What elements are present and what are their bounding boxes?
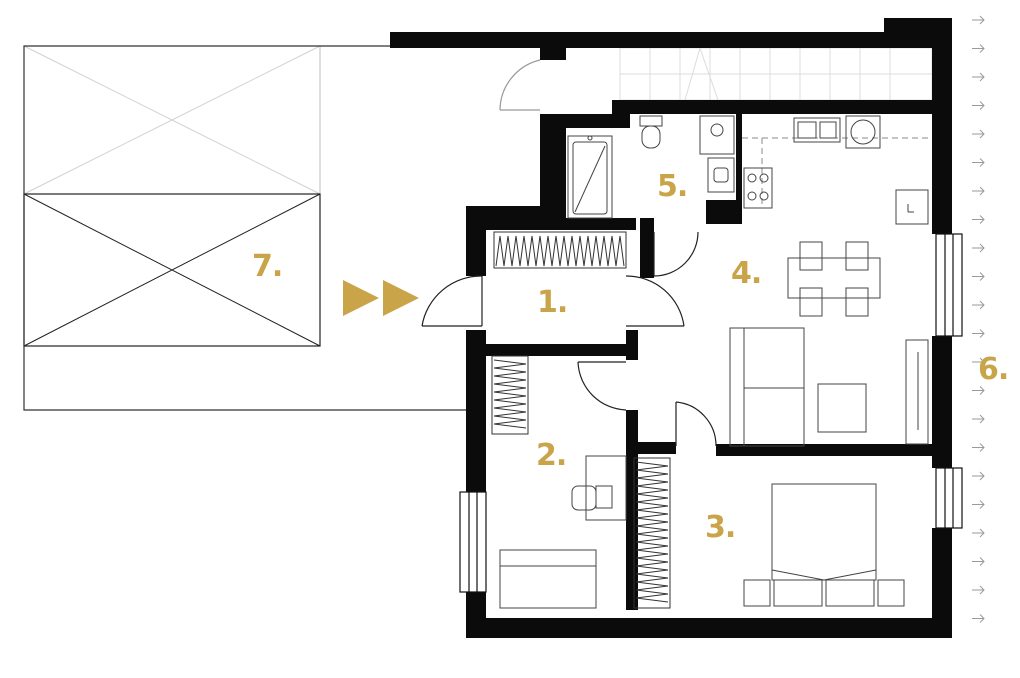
main-bedroom-furniture <box>743 483 905 607</box>
desk <box>585 455 627 521</box>
boundary-arrow-icon <box>972 357 985 367</box>
wardrobe-hall <box>493 231 627 269</box>
boundary-arrow-icon <box>972 158 985 167</box>
boundary-arrow-icon <box>972 243 985 253</box>
bathtub <box>567 135 613 219</box>
boundary-arrow-icon <box>972 129 985 139</box>
boundary-arrow-icon <box>972 386 985 395</box>
boundary-arrow-icon <box>972 15 985 25</box>
window-east-lower <box>935 467 963 529</box>
room-label-terrace: 7. <box>252 249 283 284</box>
boundary-arrow-icon <box>972 101 985 110</box>
kitchen-fixtures <box>742 115 930 225</box>
washbasin <box>699 115 735 155</box>
dining-set <box>787 241 881 317</box>
boundary-arrow-icon <box>972 300 985 310</box>
boundary-arrow-icon <box>972 443 985 452</box>
room-label-outside: 6. <box>978 352 1009 387</box>
monitor <box>595 485 613 509</box>
entrance-arrows-icon <box>343 280 419 316</box>
fridge <box>895 189 929 225</box>
walls <box>390 18 952 638</box>
dining-table <box>787 257 881 299</box>
boundary-arrow-icon <box>972 471 985 481</box>
boundary-arrow-icon <box>972 272 985 281</box>
small-bedroom-furniture <box>499 455 627 609</box>
boundary-arrows <box>972 15 985 623</box>
boundary-arrow-icon <box>972 585 985 595</box>
boundary-arrow-icon <box>972 614 985 623</box>
staircase <box>619 47 933 101</box>
wardrobes <box>491 231 671 609</box>
wardrobe-bedroom-small <box>491 355 529 435</box>
coffee-table <box>817 383 867 433</box>
boundary-arrow-icon <box>972 414 985 424</box>
boundary-arrow-icon <box>972 557 985 566</box>
boundary-arrow-icon <box>972 528 985 538</box>
doors <box>421 59 717 447</box>
bathroom-fixtures <box>567 115 735 219</box>
kitchen-sink <box>793 117 841 143</box>
sofa <box>729 327 805 447</box>
boundary-arrow-icon <box>972 215 985 224</box>
wardrobe-bedroom-main <box>633 457 671 609</box>
boundary-arrow-icon <box>972 44 985 53</box>
boundary-arrow-icon <box>972 329 985 338</box>
living-furniture <box>729 327 929 447</box>
toilet <box>639 115 663 127</box>
terrace-area <box>23 45 466 411</box>
window-west <box>459 491 487 593</box>
desk-chair <box>571 485 597 511</box>
room-label-bathroom: 5. <box>657 169 688 204</box>
boundary-arrow-icon <box>972 72 985 82</box>
tv-stand <box>905 339 929 445</box>
boundary-arrow-icon <box>972 186 985 196</box>
room-label-hall: 1. <box>537 285 568 320</box>
window-east-upper <box>935 233 963 337</box>
windows <box>459 233 963 593</box>
cooktop <box>743 167 773 209</box>
boundary-arrow-icon <box>972 500 985 509</box>
double-bed <box>771 483 877 581</box>
room-label-living-kitchen: 4. <box>731 256 762 291</box>
single-bed <box>499 549 597 609</box>
room-label-bedroom-main: 3. <box>705 510 736 545</box>
room-label-bedroom-small: 2. <box>536 438 567 473</box>
oven-hood <box>845 115 881 149</box>
